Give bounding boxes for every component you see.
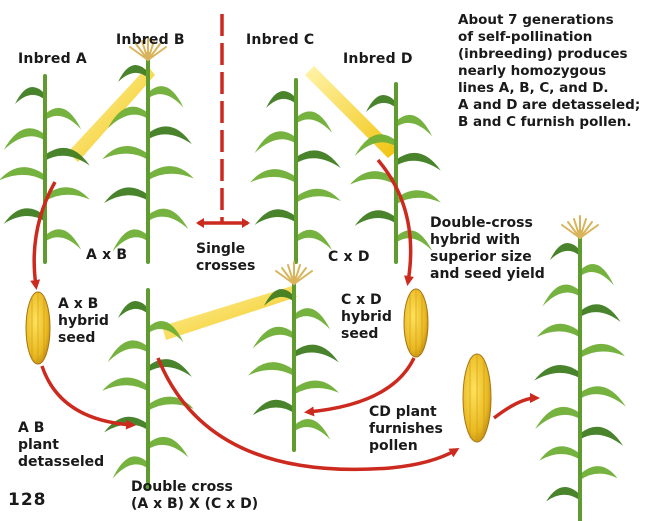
- double-cross-seed-ear: [463, 354, 491, 442]
- ab-hybrid-seed-ear: [26, 292, 50, 364]
- label-cross-cd: C x D: [328, 249, 370, 266]
- label-inbred-c: Inbred C: [246, 32, 314, 49]
- cd-hybrid-seed-ear: [404, 289, 428, 357]
- plant-inbred-d: [350, 84, 441, 262]
- label-single-crosses: Single crosses: [196, 241, 255, 275]
- label-ab-hybrid-seed: A x B hybrid seed: [58, 296, 109, 347]
- label-ab-plant-detasseled: A B plant detasseled: [18, 420, 104, 471]
- label-double-cross-hybrid: Double-cross hybrid with superior size a…: [430, 215, 545, 283]
- label-inbred-a: Inbred A: [18, 51, 87, 68]
- arrow-ab-seed-to-plant: [42, 366, 132, 425]
- single-cross-divider: [196, 14, 250, 228]
- plant-cd-pollinator: [248, 262, 339, 450]
- plant-inbred-b: [102, 38, 194, 262]
- plant-inbred-c: [250, 80, 341, 262]
- label-inbred-b: Inbred B: [116, 32, 185, 49]
- label-cd-hybrid-seed: C x D hybrid seed: [341, 292, 392, 343]
- plant-inbred-a: [0, 76, 90, 262]
- plant-double-cross-hybrid: [534, 216, 626, 521]
- intro-paragraph: About 7 generations of self-pollination …: [458, 12, 640, 131]
- process-arrows: [34, 160, 536, 469]
- label-cd-plant-furnishes-pollen: CD plant furnishes pollen: [369, 404, 443, 455]
- plant-ab-detasseled: [102, 290, 194, 488]
- label-cross-ab: A x B: [86, 247, 127, 264]
- label-double-cross: Double cross (A x B) X (C x D): [131, 479, 258, 513]
- label-inbred-d: Inbred D: [343, 51, 413, 68]
- pollen-beam-c-to-d: [305, 66, 398, 158]
- page-number: 128: [8, 490, 47, 510]
- arrow-seed-to-hybrid-plant: [494, 398, 536, 418]
